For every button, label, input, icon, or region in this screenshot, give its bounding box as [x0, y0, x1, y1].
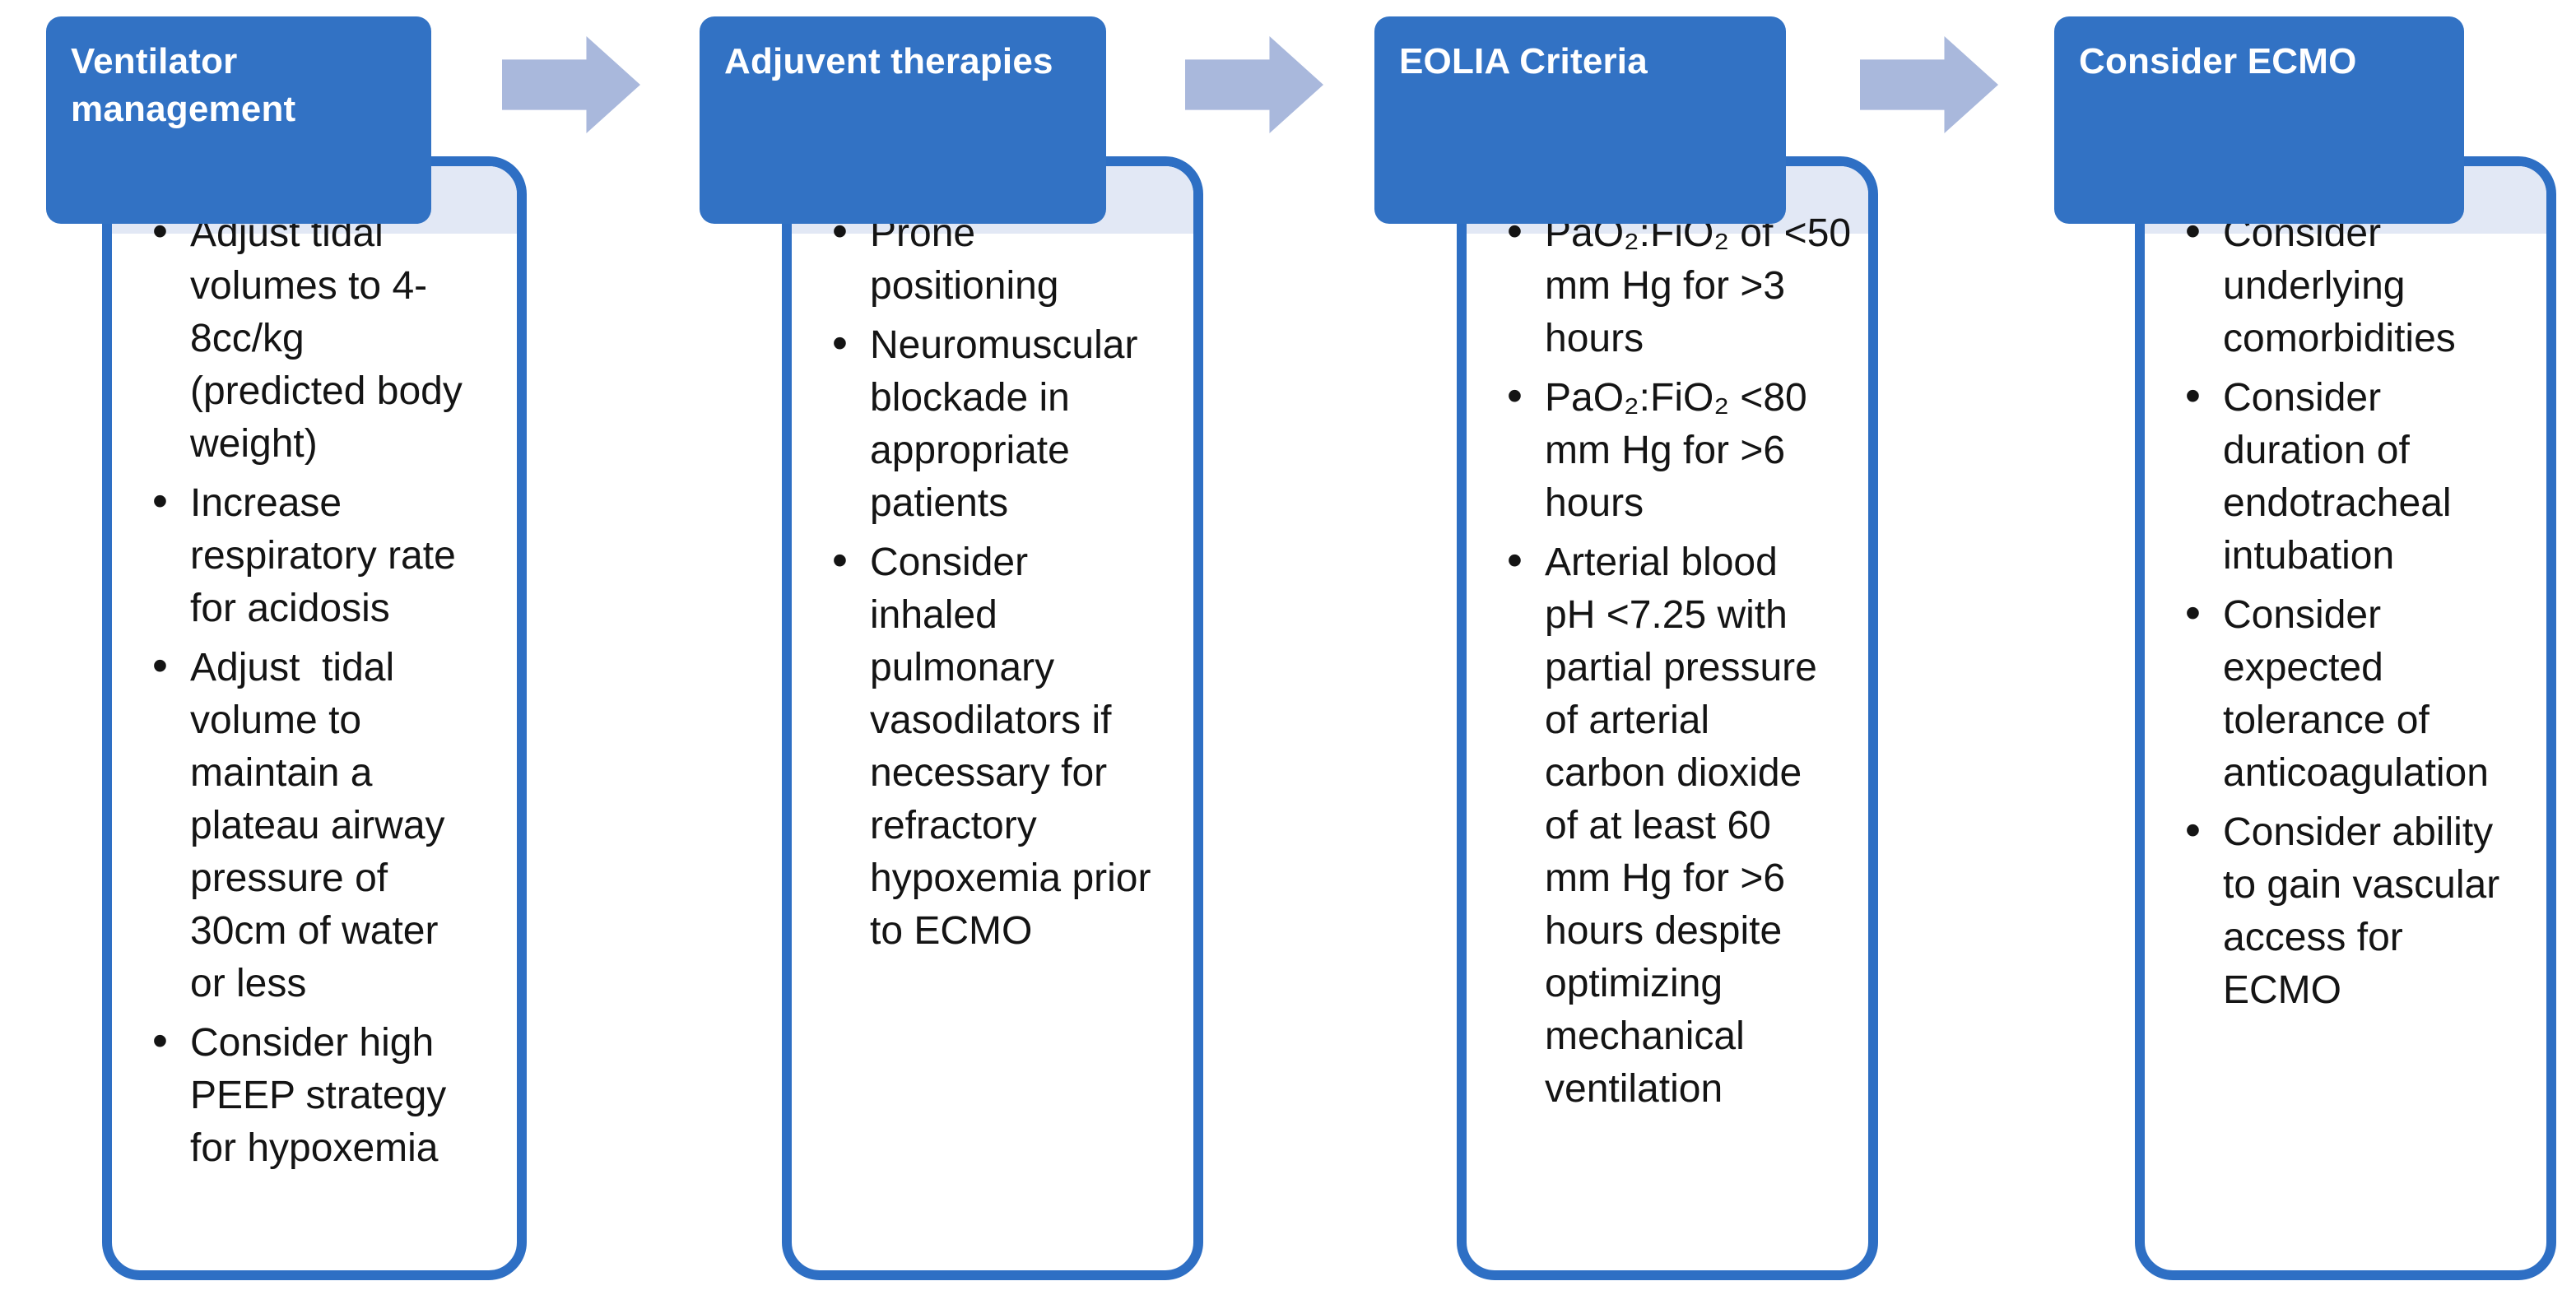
bullet-item: Consider underlying comorbidities: [2185, 205, 2546, 365]
stage-column-eolia-criteria: EOLIA Criteria PaO₂:FiO₂ of <50 mm Hg fo…: [1374, 16, 1885, 1283]
stage-detail-panel: Consider underlying comorbidities Consid…: [2135, 156, 2556, 1280]
bullet-item: PaO₂:FiO₂ <80 mm Hg for >6 hours: [1507, 369, 1868, 530]
stage-header-ventilator-management: Ventilator management: [46, 16, 431, 224]
bullet-item: Consider ability to gain vascular access…: [2185, 804, 2546, 1017]
bullet-item: Neuromuscular blockade in appropriate pa…: [832, 317, 1193, 530]
bullet-list: PaO₂:FiO₂ of <50 mm Hg for >3 hours PaO₂…: [1467, 166, 1868, 1116]
stage-column-consider-ecmo: Consider ECMO Consider underlying comorb…: [2054, 16, 2563, 1283]
stage-column-ventilator-management: Ventilator management Adjust tidal volum…: [46, 16, 540, 1283]
bullet-item: Consider high PEEP strategy for hypoxemi…: [152, 1014, 517, 1175]
bullet-item: PaO₂:FiO₂ of <50 mm Hg for >3 hours: [1507, 205, 1868, 365]
stage-column-adjuvent-therapies: Adjuvent therapies Prone positioning Neu…: [700, 16, 1210, 1283]
bullet-item: Adjust tidal volume to maintain a platea…: [152, 639, 517, 1010]
stage-detail-panel: Adjust tidal volumes to 4- 8cc/kg (predi…: [102, 156, 527, 1280]
bullet-item: Consider expected tolerance of anticoagu…: [2185, 587, 2546, 800]
bullet-list: Consider underlying comorbidities Consid…: [2145, 166, 2546, 1017]
stage-header-consider-ecmo: Consider ECMO: [2054, 16, 2464, 224]
stage-header-adjuvent-therapies: Adjuvent therapies: [700, 16, 1106, 224]
bullet-list: Adjust tidal volumes to 4- 8cc/kg (predi…: [112, 166, 517, 1175]
bullet-item: Increase respiratory rate for acidosis: [152, 475, 517, 635]
stage-detail-panel: Prone positioning Neuromuscular blockade…: [782, 156, 1203, 1280]
bullet-item: Arterial blood pH <7.25 with partial pre…: [1507, 534, 1868, 1116]
bullet-item: Adjust tidal volumes to 4- 8cc/kg (predi…: [152, 205, 517, 471]
bullet-list: Prone positioning Neuromuscular blockade…: [792, 166, 1193, 958]
stage-detail-panel: PaO₂:FiO₂ of <50 mm Hg for >3 hours PaO₂…: [1457, 156, 1878, 1280]
bullet-item: Consider inhaled pulmonary vasodilators …: [832, 534, 1193, 958]
stage-header-eolia-criteria: EOLIA Criteria: [1374, 16, 1786, 224]
bullet-item: Consider duration of endotracheal intuba…: [2185, 369, 2546, 583]
